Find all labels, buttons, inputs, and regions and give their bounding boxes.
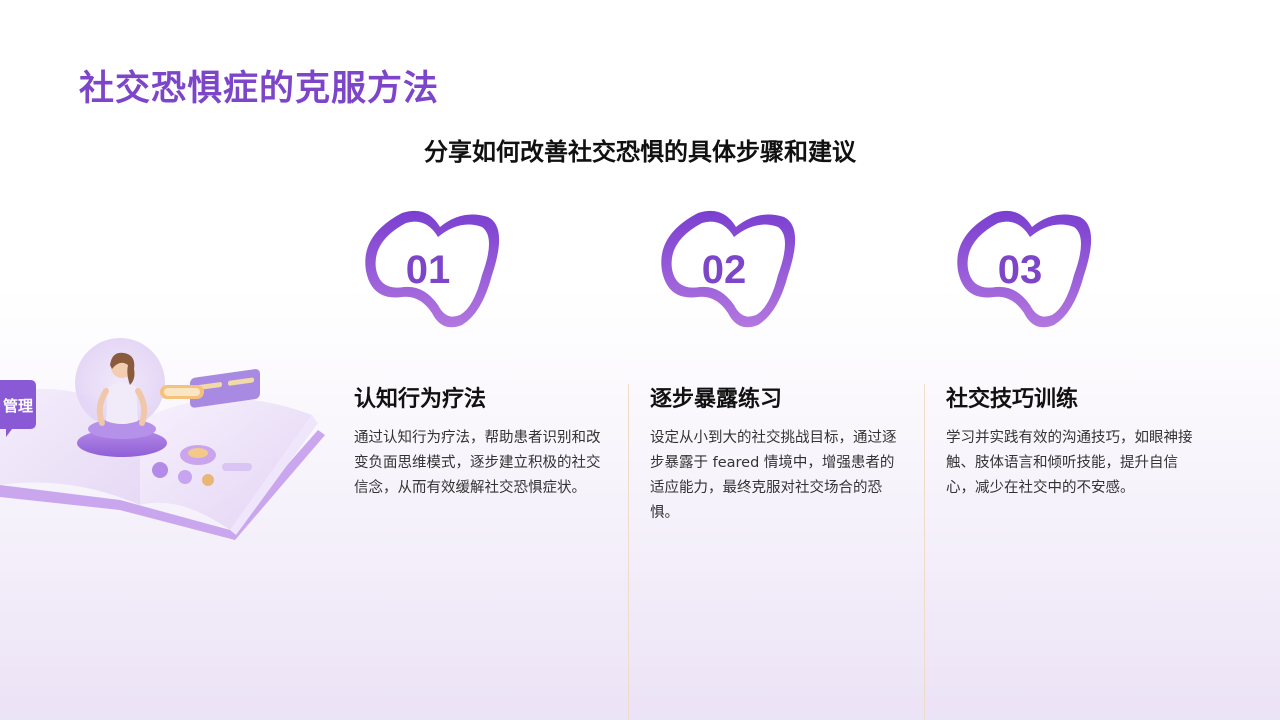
step-3-title: 社交技巧训练 (946, 387, 1079, 412)
step-2-number: 02 (702, 248, 747, 292)
step-1-number: 01 (406, 248, 451, 292)
step-2-number-blob: 02 (661, 210, 796, 328)
slide-subtitle: 分享如何改善社交恐惧的具体步骤和建议 (424, 138, 856, 166)
step-1-title: 认知行为疗法 (354, 387, 487, 412)
step-2-description: 设定从小到大的社交挑战目标，通过逐步暴露于 feared 情境中，增强患者的适应… (650, 430, 897, 521)
step-3-description: 学习并实践有效的沟通技巧，如眼神接触、肢体语言和倾听技能，提升自信心，减少在社交… (946, 430, 1193, 496)
column-divider (924, 384, 925, 720)
slide-title: 社交恐惧症的克服方法 (79, 69, 440, 109)
step-1-number-blob: 01 (365, 210, 500, 328)
illustration-tag-text: 管理 (3, 397, 33, 415)
step-3-number-blob: 03 (957, 210, 1092, 328)
step-1-description: 通过认知行为疗法，帮助患者识别和改变负面思维模式，逐步建立积极的社交信念，从而有… (354, 430, 601, 496)
step-3-number: 03 (998, 248, 1043, 292)
column-divider (628, 384, 629, 720)
step-2-title: 逐步暴露练习 (650, 387, 783, 412)
book-meditation-illustration: 管理 (0, 338, 325, 540)
